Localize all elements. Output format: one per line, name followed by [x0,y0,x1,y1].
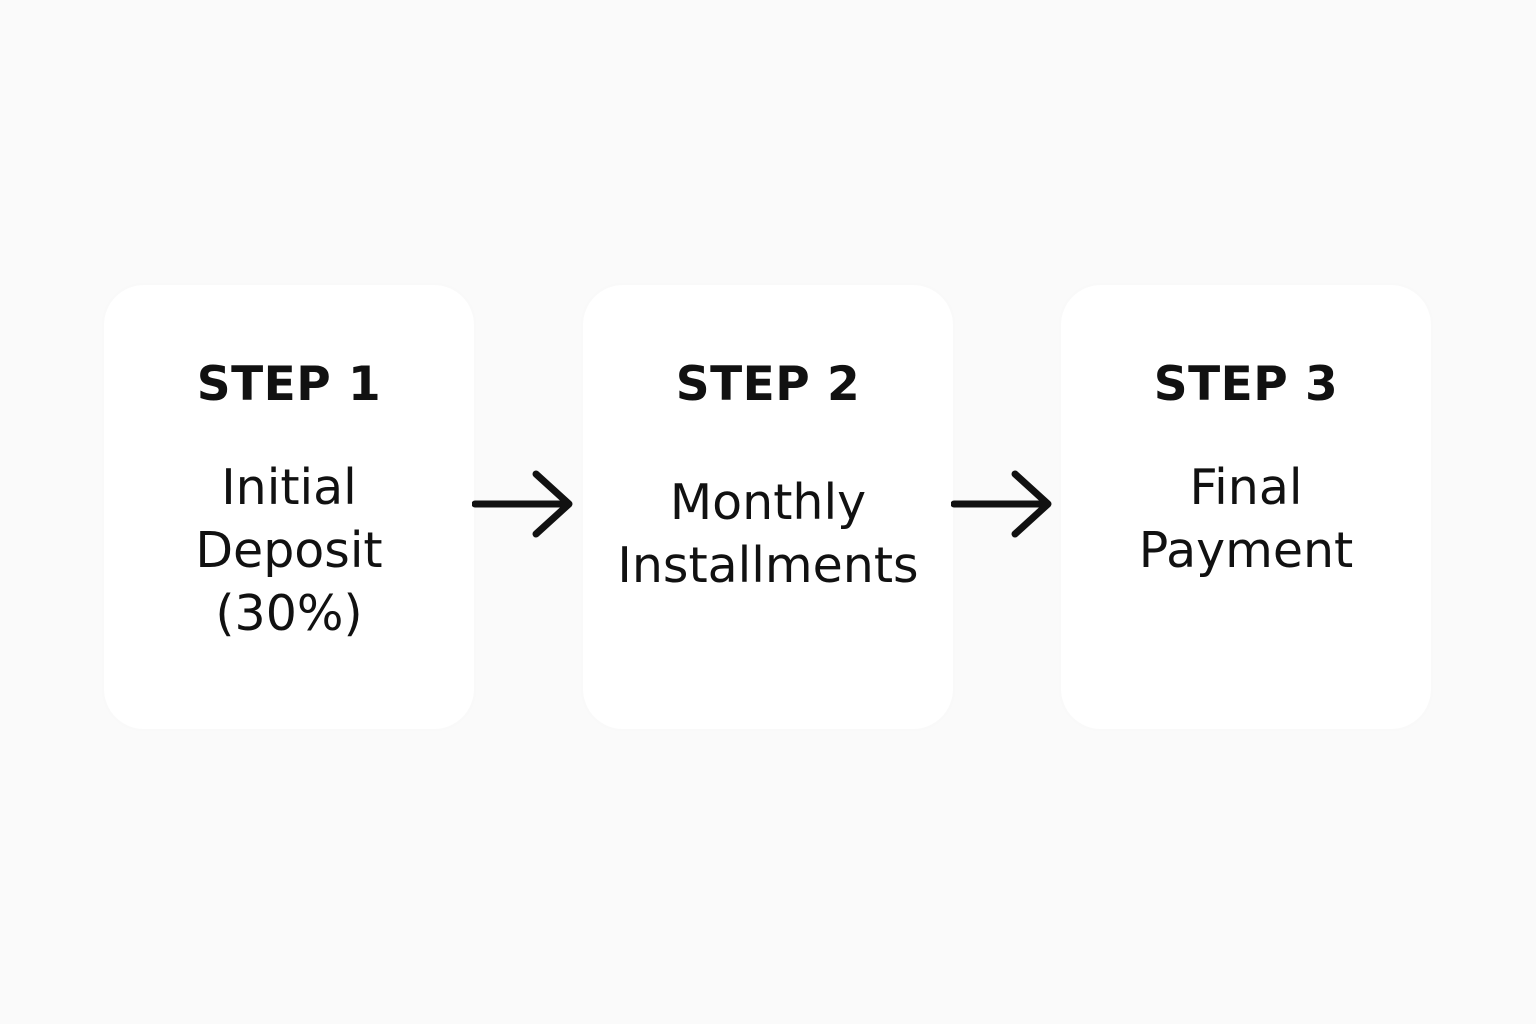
step-card-3: STEP 3 Final Payment [1061,285,1431,729]
step-1-title: STEP 1 [196,357,382,412]
right-arrow-icon [472,470,573,538]
step-2-title: STEP 2 [675,357,861,412]
step-3-title: STEP 3 [1153,357,1339,412]
step-3-description: Final Payment [1138,459,1354,579]
step-1-description: Initial Deposit (30%) [195,459,383,642]
right-arrow-icon [951,470,1052,538]
step-2-description: Monthly Installments [617,474,919,594]
step-card-1: STEP 1 Initial Deposit (30%) [104,285,474,729]
step-card-2: STEP 2 Monthly Installments [583,285,953,729]
